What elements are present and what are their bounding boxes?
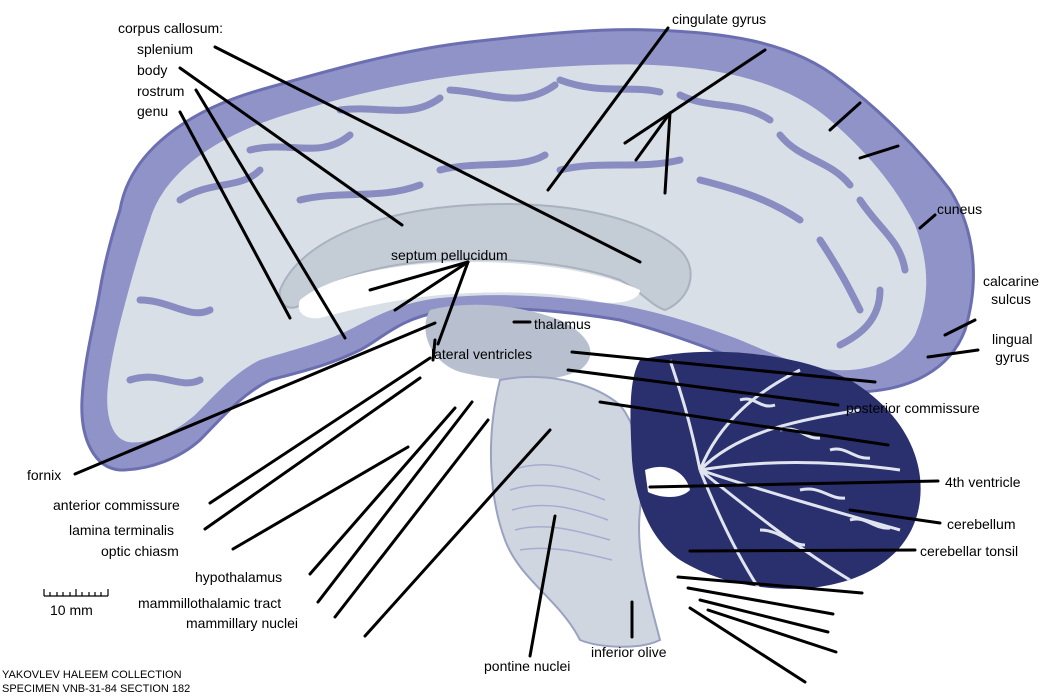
label-splenium: splenium <box>137 41 194 57</box>
label-optic-chiasm: optic chiasm <box>101 543 179 559</box>
label-cuneus: cuneus <box>937 201 983 217</box>
thalamus-region <box>425 304 591 381</box>
label-calcarine-sulcus: calcarine sulcus <box>983 273 1040 307</box>
label-cingulate-gyrus: cingulate gyrus <box>672 11 767 27</box>
label-cerebellar-tonsil: cerebellar tonsil <box>920 543 1019 559</box>
pons-fibers <box>509 464 613 561</box>
label-lamina-terminalis: lamina terminalis <box>69 522 175 538</box>
label-4th-ventricle: 4th ventricle <box>945 474 1021 490</box>
credit-specimen: SPECIMEN VNB-31-84 SECTION 182 <box>2 683 191 695</box>
label-genu: genu <box>137 103 169 119</box>
label-lingual-gyrus: lingual gyrus <box>992 331 1033 365</box>
label-mammillothalamic-tract: mammillothalamic tract <box>138 595 282 611</box>
label-lateral-ventricles: lateral ventricles <box>431 346 533 362</box>
label-corpus-callosum: corpus callosum: <box>118 20 224 36</box>
label-rostrum: rostrum <box>137 83 185 99</box>
scale-bar-label: 10 mm <box>50 602 93 618</box>
label-septum-pellucidum: septum pellucidum <box>391 247 508 263</box>
scale-bar <box>43 589 109 597</box>
credit-collection: YAKOVLEV HALEEM COLLECTION <box>2 669 182 681</box>
label-posterior-commissure: posterior commissure <box>846 400 980 416</box>
label-fornix: fornix <box>27 467 62 483</box>
cortical-folds <box>126 76 909 387</box>
lateral-ventricle <box>298 262 640 319</box>
leader-lines <box>73 26 980 684</box>
label-cerebellum: cerebellum <box>947 516 1016 532</box>
label-anterior-commissure: anterior commissure <box>53 497 180 513</box>
fourth-ventricle <box>645 466 690 497</box>
label-pontine-nuclei: pontine nuclei <box>484 658 571 674</box>
label-body: body <box>137 62 168 78</box>
label-thalamus: thalamus <box>534 316 591 332</box>
label-hypothalamus: hypothalamus <box>195 569 283 585</box>
label-mammillary-nuclei: mammillary nuclei <box>186 615 299 631</box>
label-inferior-olive: inferior olive <box>591 644 667 660</box>
